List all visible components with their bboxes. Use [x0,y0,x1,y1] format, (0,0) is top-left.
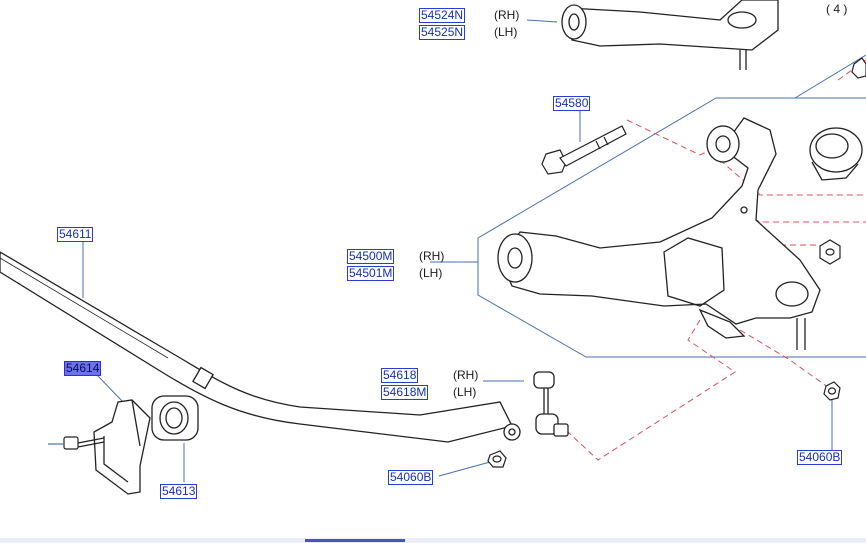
side-label-lh: (LH) [453,385,477,399]
part-link-54618[interactable]: 54618 [381,368,419,383]
stabilizer-bracket [93,399,151,495]
stabilizer-link [533,371,569,437]
part-link-54618M[interactable]: 54618M [381,385,429,400]
part-link-54611[interactable]: 54611 [57,227,94,242]
side-label-rh: (RH) [453,368,479,382]
part-link-54500M[interactable]: 54500M [347,249,395,264]
side-label-rh: (RH) [494,8,520,22]
nut-left [487,450,507,468]
side-label-lh: (LH) [419,266,443,280]
part-link-54614[interactable]: 54614 [64,361,102,376]
lower-arm-nut [819,57,866,265]
lower-control-arm [497,117,821,350]
arm-bolt [541,125,627,175]
bottom-scroll-track [0,538,866,543]
callout-label: ( 4 ) [826,2,848,16]
part-link-54613[interactable]: 54613 [160,484,198,499]
part-link-54524N[interactable]: 54524N [419,8,466,23]
part-link-54060B[interactable]: 54060B [797,450,843,465]
rubber-cap [809,127,863,181]
stabilizer-bar [0,251,521,443]
part-link-54525N[interactable]: 54525N [419,25,466,40]
assembly-bracket-outline [477,97,866,358]
nut-right [823,381,841,401]
part-link-54060B[interactable]: 54060B [388,470,434,485]
bracket-bolt [48,436,105,450]
bottom-scroll-thumb[interactable] [305,539,405,542]
part-link-54580[interactable]: 54580 [553,96,591,111]
leader-lines [82,19,866,482]
side-label-rh: (RH) [419,249,445,263]
upper-control-arm [561,0,779,70]
part-link-54501M[interactable]: 54501M [347,266,395,281]
stabilizer-bushing [151,395,199,441]
side-label-lh: (LH) [494,25,518,39]
